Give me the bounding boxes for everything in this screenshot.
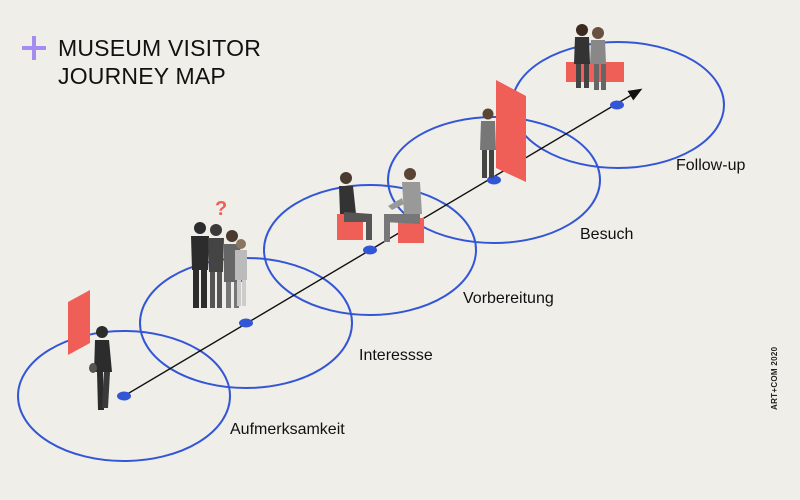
stage-label-follow-up: Follow-up: [676, 157, 746, 174]
stage-circle-aufmerksamkeit: [17, 330, 231, 462]
question-mark: ?: [215, 198, 228, 220]
stage-node-follow-up: [610, 100, 624, 110]
stage-label-aufmerksamkeit: Aufmerksamkeit: [230, 421, 345, 438]
plus-icon: [22, 36, 46, 60]
visitor-figure-bench-pair: [574, 24, 606, 90]
stage-label-besuch: Besuch: [580, 226, 634, 243]
accent-panel-besuch: [496, 80, 526, 182]
journey-path-arrow: [123, 88, 643, 397]
title-line-2: JOURNEY MAP: [58, 63, 226, 89]
accent-panel-aufmerksamkeit: [68, 290, 90, 355]
stage-circle-vorbereitung: [263, 184, 477, 316]
visitor-figure-group: [191, 222, 247, 308]
visitor-figure-single: [89, 326, 112, 410]
credit-text: ART+COM 2020: [770, 346, 779, 410]
title-line-1: MUSEUM VISITOR: [58, 35, 262, 61]
stage-node-aufmerksamkeit: [117, 391, 131, 401]
page-title: MUSEUM VISITOR JOURNEY MAP: [58, 34, 261, 90]
visitor-figure-seated-pair: [339, 168, 422, 242]
stage-node-interesse: [239, 318, 253, 328]
stage-node-vorbereitung: [363, 245, 377, 255]
visitor-figure-standing: [480, 108, 496, 178]
stage-label-vorbereitung: Vorbereitung: [463, 290, 554, 307]
stage-circle-besuch: [387, 116, 601, 244]
stage-label-interesse: Interessse: [359, 347, 433, 364]
